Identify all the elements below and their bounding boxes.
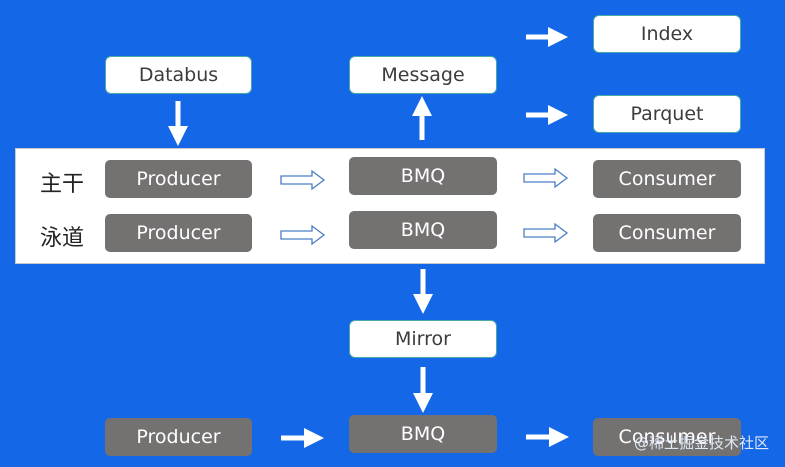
consumer-lane-node: Consumer (593, 214, 741, 252)
watermark: @稀土掘金技术社区 (633, 434, 769, 452)
producer-trunk-node: Producer (105, 160, 252, 198)
hollow-arrow-lane-2 (523, 222, 569, 244)
hollow-arrow-trunk-2 (523, 167, 569, 189)
consumer-mirror-node: Consumer (593, 418, 741, 456)
consumer-trunk-node: Consumer (593, 160, 741, 198)
hollow-arrow-trunk-1 (280, 169, 326, 191)
mirror-node: Mirror (349, 320, 497, 358)
producer-mirror-node: Producer (105, 418, 252, 456)
message-node: Message (349, 56, 497, 94)
hollow-arrow-lane-1 (280, 224, 326, 246)
bmq-mirror-node: BMQ (349, 415, 497, 453)
bmq-lane-node: BMQ (349, 211, 497, 249)
producer-lane-node: Producer (105, 214, 252, 252)
databus-node: Databus (105, 56, 252, 94)
parquet-node: Parquet (593, 95, 741, 133)
index-node: Index (593, 15, 741, 53)
lane-label: 泳道 (40, 226, 85, 251)
trunk-label: 主干 (40, 172, 85, 197)
bmq-trunk-node: BMQ (349, 157, 497, 195)
